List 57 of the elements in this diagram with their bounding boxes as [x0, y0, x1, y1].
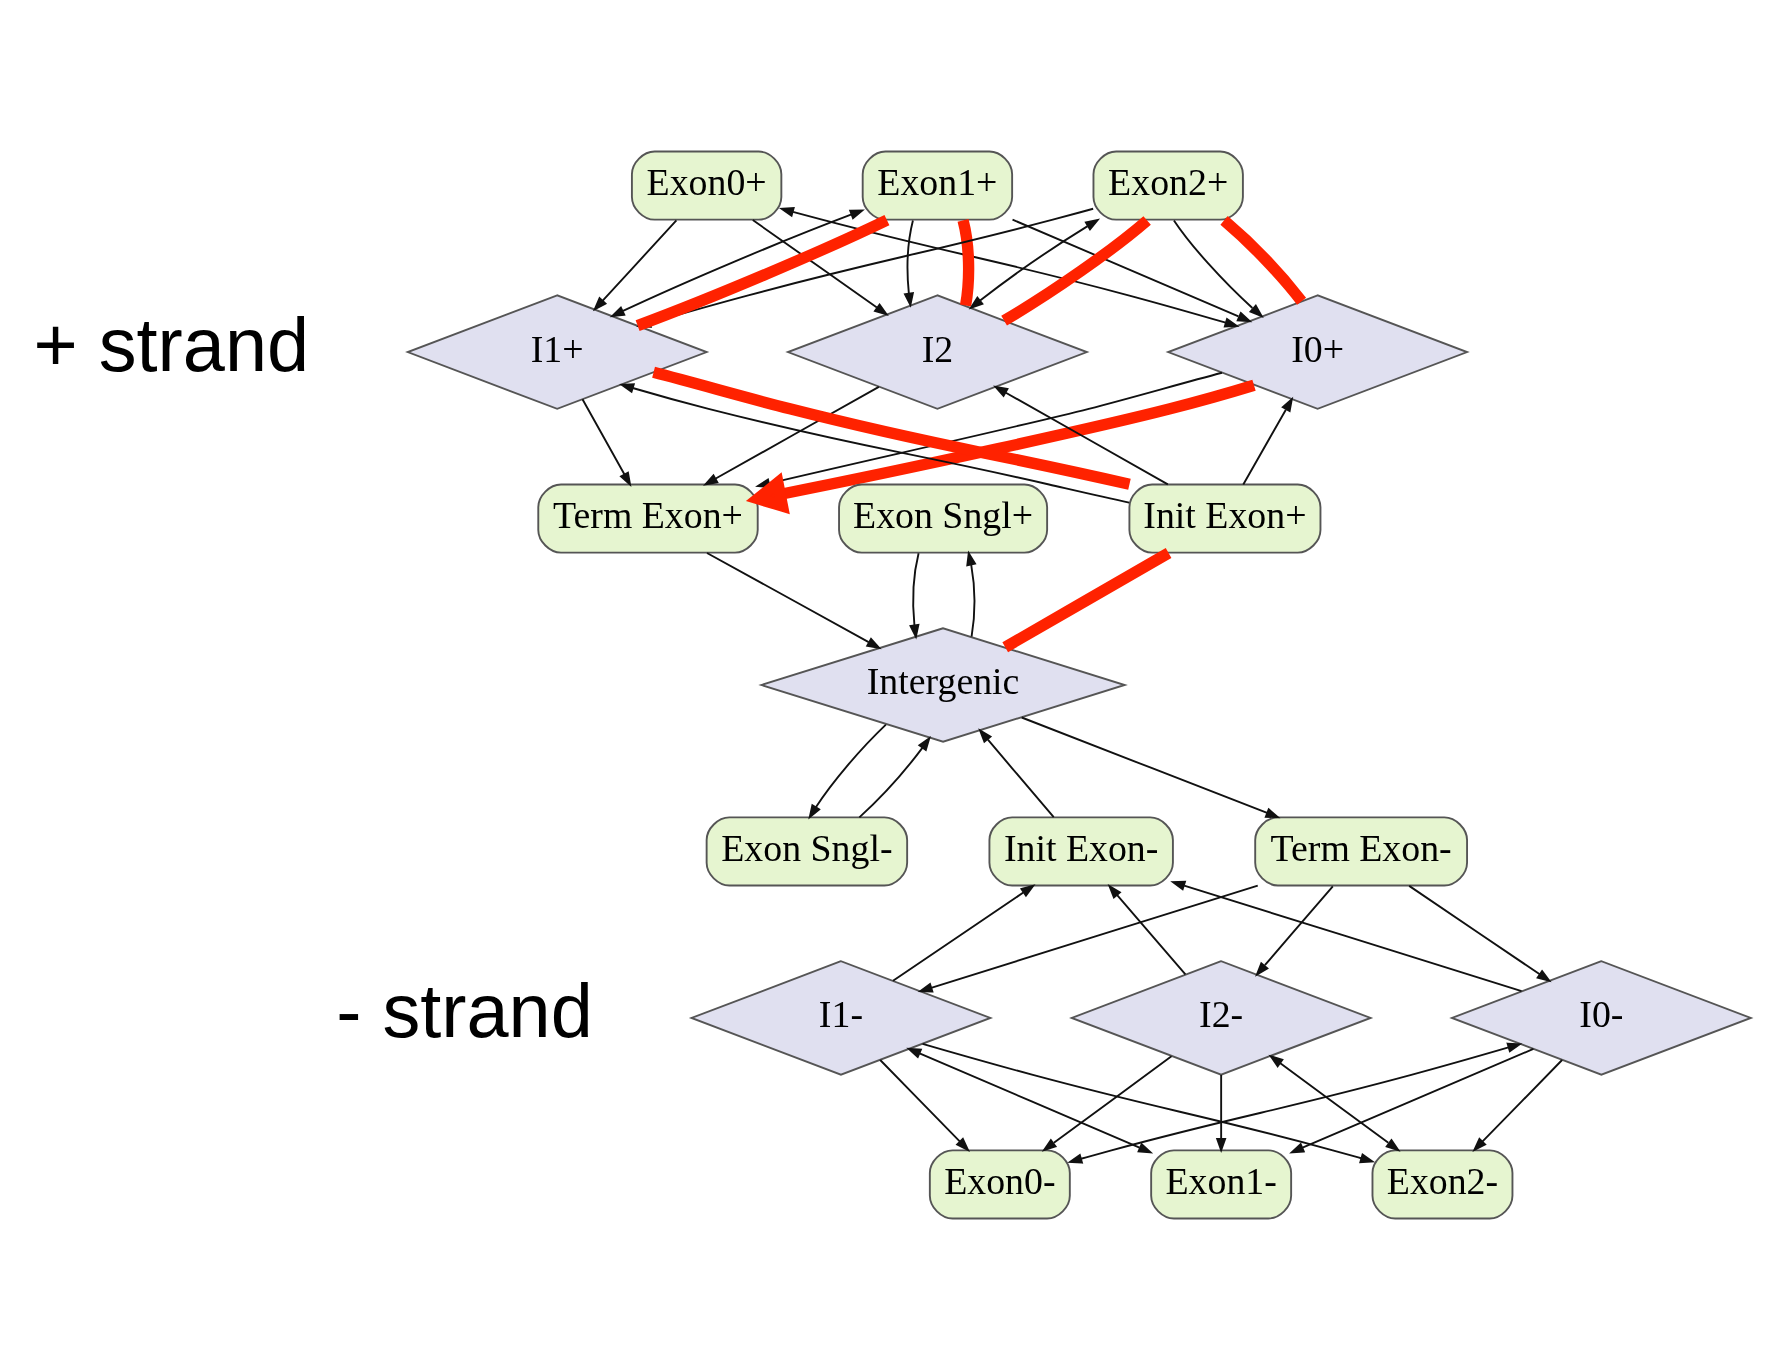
arrow — [1020, 716, 1281, 819]
connector — [957, 219, 975, 307]
node-box: Exon1- — [1150, 1149, 1293, 1220]
node-box: Exon Sngl- — [705, 816, 909, 887]
arrow — [1107, 884, 1187, 976]
arrow — [808, 723, 887, 820]
node-box: Exon0+ — [630, 150, 783, 221]
arrow — [592, 219, 678, 312]
node-box: Init Exon- — [988, 816, 1174, 887]
arrow — [892, 884, 1036, 982]
arrow — [778, 206, 1240, 328]
connector — [1001, 216, 1151, 326]
arrow — [706, 552, 882, 650]
arrow — [1011, 218, 1253, 323]
arrow — [745, 379, 1256, 515]
arrow — [609, 209, 865, 318]
arrow — [858, 736, 931, 819]
node-diamond: I1- — [688, 960, 994, 1076]
node-diamond: I0- — [1449, 960, 1754, 1076]
node-box: Exon0- — [928, 1149, 1071, 1220]
arrow — [921, 1042, 1376, 1164]
arrow — [1408, 884, 1552, 983]
node-box: Term Exon+ — [537, 483, 759, 554]
node-box: Exon1+ — [861, 150, 1014, 221]
arrow — [903, 219, 915, 308]
node-diamond: I0+ — [1165, 294, 1470, 410]
connector — [1220, 216, 1307, 305]
arrow — [917, 884, 1259, 993]
node-box: Exon2- — [1371, 1149, 1514, 1220]
arrow — [1268, 1054, 1401, 1152]
arrow — [1472, 1059, 1564, 1152]
arrow — [906, 1047, 1154, 1154]
arrow — [1255, 885, 1334, 977]
arrow — [1041, 1055, 1173, 1152]
arrow — [993, 385, 1169, 486]
arrow — [1215, 1073, 1227, 1154]
arrow — [968, 218, 1101, 310]
arrow — [1289, 1047, 1535, 1154]
arrow — [703, 385, 880, 486]
connector — [1002, 548, 1172, 653]
arrow — [879, 1059, 970, 1152]
node-box: Exon Sngl+ — [838, 483, 1049, 554]
arrow — [1170, 880, 1523, 993]
arrow — [978, 728, 1055, 819]
arrow — [619, 383, 1131, 504]
arrow — [909, 552, 920, 640]
label: + strand — [33, 302, 310, 387]
arrow — [1067, 1042, 1523, 1164]
arrow — [1173, 219, 1264, 319]
node-box: Term Exon- — [1254, 816, 1468, 887]
node-box: Init Exon+ — [1128, 483, 1322, 554]
arrow — [966, 550, 977, 638]
arrow — [751, 219, 889, 316]
node-box: Exon2+ — [1092, 150, 1244, 221]
arrow — [1242, 396, 1294, 486]
arrow — [581, 398, 632, 487]
label: - strand — [336, 968, 593, 1053]
